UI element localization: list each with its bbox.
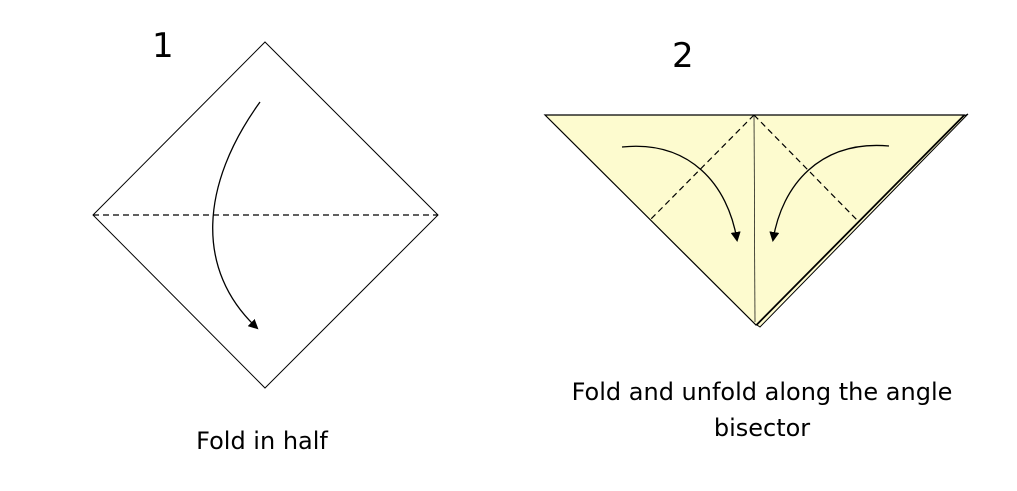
- step1-diagram: [92, 41, 439, 389]
- step-2-caption: Fold and unfold along the angle bisector: [571, 378, 953, 442]
- step-2-number: 2: [672, 36, 694, 76]
- step2-right-bisector-fold: [753, 114, 859, 222]
- step2-back-layer: [756, 113, 969, 328]
- step-1-number: 1: [152, 26, 174, 66]
- step2-left-fold-arrow: [621, 145, 741, 242]
- step2-center-crease: [753, 114, 756, 323]
- step1-fold-arrow: [212, 101, 261, 330]
- step2-right-fold-arrow: [769, 144, 890, 242]
- step2-left-bisector-fold: [649, 114, 755, 221]
- step-1-caption: Fold in half: [196, 427, 328, 455]
- step2-diagram: [543, 113, 969, 328]
